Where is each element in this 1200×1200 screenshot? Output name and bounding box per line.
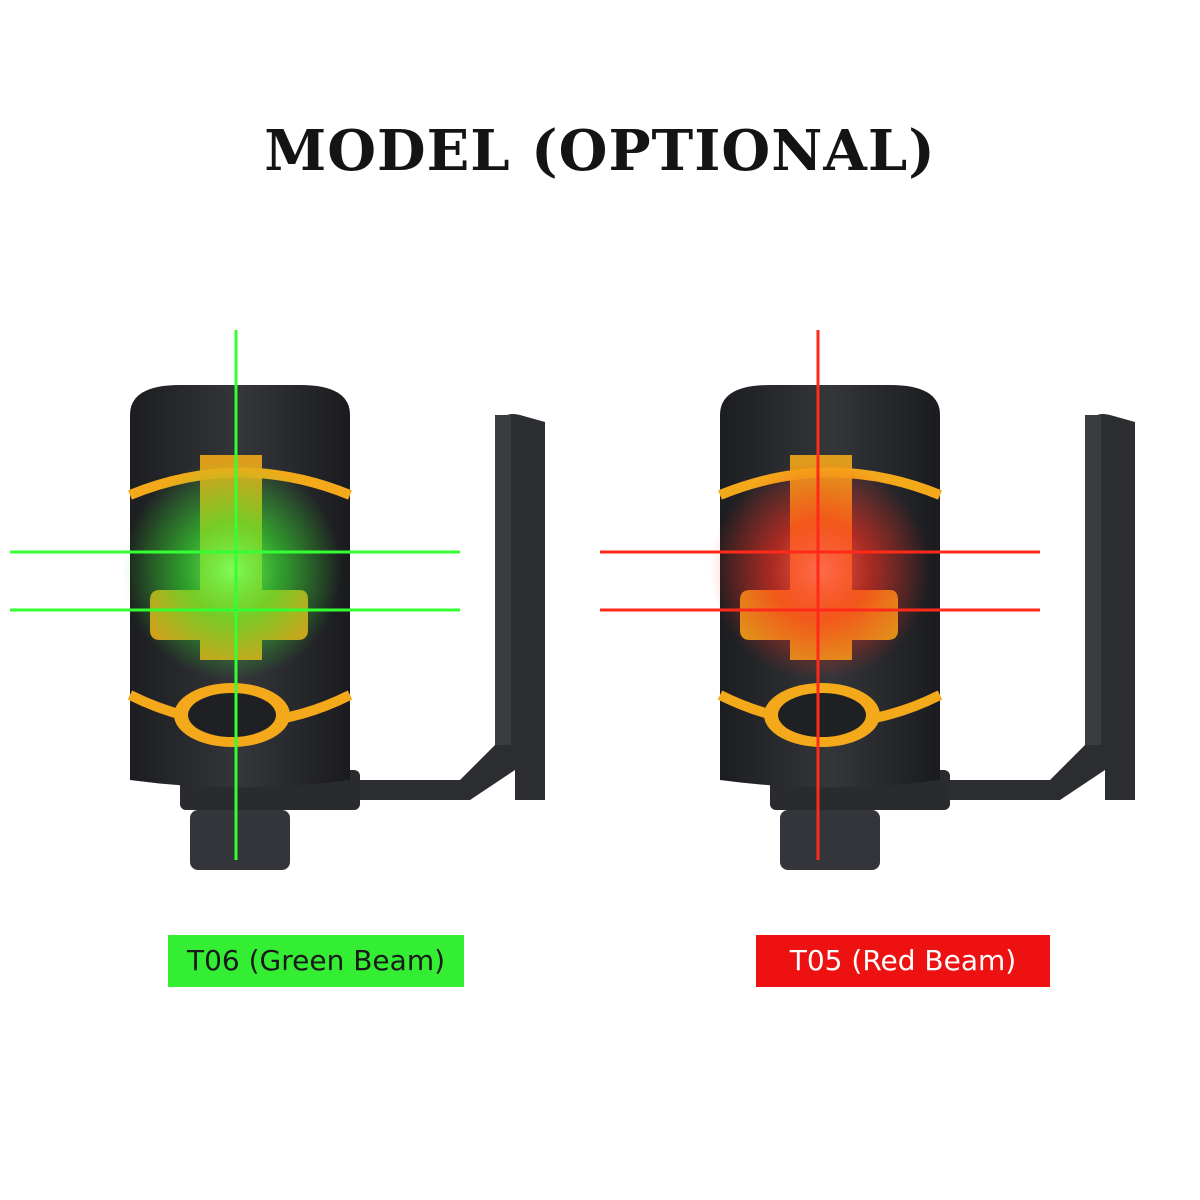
laser-level-red bbox=[590, 300, 1150, 900]
laser-level-illustration bbox=[600, 330, 1135, 870]
wall-bracket bbox=[780, 414, 1135, 800]
page-title: MODEL (OPTIONAL) bbox=[264, 118, 936, 184]
green-beam-lines bbox=[10, 330, 460, 860]
green-model-label: T06 (Green Beam) bbox=[168, 935, 464, 987]
laser-level-green bbox=[0, 300, 560, 900]
red-model-label: T05 (Red Beam) bbox=[756, 935, 1050, 987]
wall-bracket bbox=[190, 414, 545, 800]
laser-level-illustration bbox=[10, 330, 545, 870]
red-beam-lines bbox=[600, 330, 1040, 860]
